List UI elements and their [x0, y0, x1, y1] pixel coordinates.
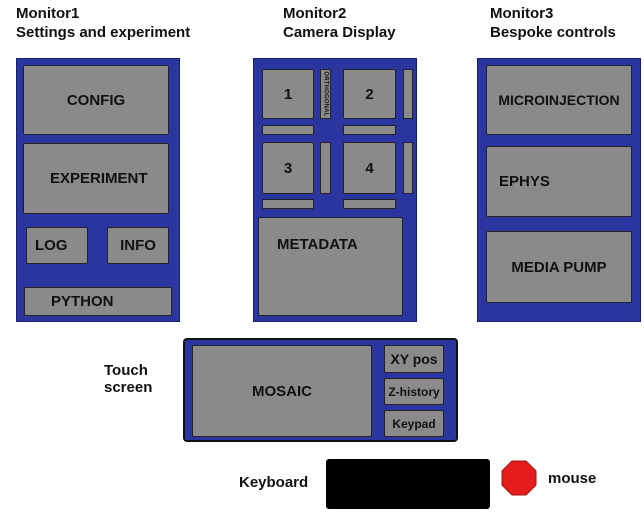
mouse-label: mouse: [548, 470, 597, 487]
monitor1-title: Monitor1: [16, 5, 80, 22]
orthogonal-view-label: ORTHOGONAL: [320, 69, 331, 119]
camera-4-panel: 4: [343, 142, 396, 194]
info-panel: INFO: [107, 227, 169, 264]
monitor1-subtitle: Settings and experiment: [16, 24, 191, 41]
media-pump-panel: MEDIA PUMP: [486, 231, 632, 303]
z-history-button: Z-history: [384, 378, 444, 405]
xy-pos-button: XY pos: [384, 345, 444, 373]
touchscreen-label-line2: screen: [104, 379, 153, 396]
monitor2-subtitle: Camera Display: [283, 24, 396, 41]
mosaic-panel: MOSAIC: [192, 345, 372, 437]
metadata-panel: METADATA: [258, 217, 403, 316]
monitor3-title: Monitor3: [490, 5, 554, 22]
keyboard-shape: [326, 459, 490, 509]
octagon-icon: [501, 460, 537, 496]
camera-4-side-strip: [403, 142, 413, 194]
experiment-panel: EXPERIMENT: [23, 143, 169, 214]
keyboard-label: Keyboard: [239, 474, 309, 491]
camera-2-side-strip: [403, 69, 413, 119]
python-panel: PYTHON: [24, 287, 172, 316]
log-panel: LOG: [26, 227, 88, 264]
camera-3-panel: 3: [262, 142, 314, 194]
touchscreen-label-line1: Touch: [104, 362, 148, 379]
camera-2-panel: 2: [343, 69, 396, 119]
config-panel: CONFIG: [23, 65, 169, 135]
camera-3-bottom-strip: [262, 199, 314, 209]
monitor2-title: Monitor2: [283, 5, 347, 22]
camera-2-bottom-strip: [343, 125, 396, 135]
mouse-shape: [501, 460, 537, 496]
ephys-panel: EPHYS: [486, 146, 632, 217]
microinjection-panel: MICROINJECTION: [486, 65, 632, 135]
monitor3-subtitle: Bespoke controls: [490, 24, 616, 41]
camera-1-panel: 1: [262, 69, 314, 119]
orthogonal-text: ORTHOGONAL: [322, 71, 329, 117]
keypad-button: Keypad: [384, 410, 444, 437]
camera-4-bottom-strip: [343, 199, 396, 209]
camera-3-side-strip: [320, 142, 331, 194]
camera-1-bottom-strip: [262, 125, 314, 135]
